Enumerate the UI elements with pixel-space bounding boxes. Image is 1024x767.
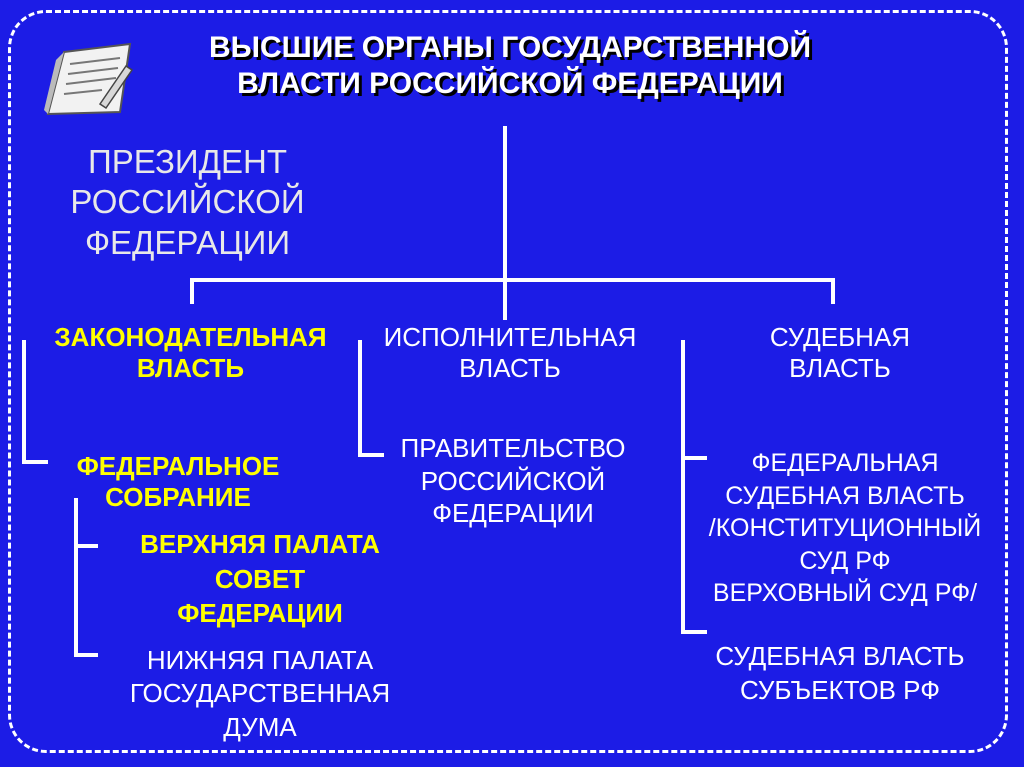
federal-judiciary-line-2: СУДЕБНАЯ ВЛАСТЬ xyxy=(725,481,965,510)
government-line-3: ФЕДЕРАЦИИ xyxy=(432,498,594,528)
federal-judiciary-line-5: ВЕРХОВНЫЙ СУД РФ/ xyxy=(712,579,978,607)
upper-chamber-node: ВЕРХНЯЯ ПАЛАТА СОВЕТ ФЕДЕРАЦИИ xyxy=(100,527,420,631)
regional-judiciary-node: СУДЕБНАЯ ВЛАСТЬ СУБЪЕКТОВ РФ xyxy=(685,640,995,708)
executive-branch-node: ИСПОЛНИТЕЛЬНАЯ ВЛАСТЬ xyxy=(360,322,660,384)
federal-judiciary-node: ФЕДЕРАЛЬНАЯ СУДЕБНАЯ ВЛАСТЬ /КОНСТИТУЦИО… xyxy=(690,447,1000,610)
upper-chamber-line-1: ВЕРХНЯЯ ПАЛАТА xyxy=(140,529,380,559)
lower-chamber-node: НИЖНЯЯ ПАЛАТА ГОСУДАРСТВЕННАЯ ДУМА xyxy=(100,644,420,744)
legislative-line-1: ЗАКОНОДАТЕЛЬНАЯ xyxy=(54,322,327,352)
lower-chamber-line-2: ГОСУДАРСТВЕННАЯ xyxy=(129,678,391,709)
federal-assembly-line-2: СОБРАНИЕ xyxy=(105,482,251,513)
document-scroll-icon xyxy=(44,42,134,116)
federal-judiciary-line-3: /КОНСТИТУЦИОННЫЙ xyxy=(708,514,982,542)
executive-line-1: ИСПОЛНИТЕЛЬНАЯ xyxy=(383,322,637,352)
legislative-line-2: ВЛАСТЬ xyxy=(136,353,245,384)
federal-assembly-node: ФЕДЕРАЛЬНОЕ СОБРАНИЕ xyxy=(48,451,308,513)
president-line-1: ПРЕЗИДЕНТ xyxy=(87,143,287,180)
judicial-branch-node: СУДЕБНАЯ ВЛАСТЬ xyxy=(690,322,990,384)
government-node: ПРАВИТЕЛЬСТВО РОССИЙСКОЙ ФЕДЕРАЦИИ xyxy=(368,432,658,530)
title-line-2: ВЛАСТИ РОССИЙСКОЙ ФЕДЕРАЦИИ xyxy=(237,67,783,100)
regional-judiciary-line-2: СУБЪЕКТОВ РФ xyxy=(739,674,940,705)
page-title: ВЫСШИЕ ОРГАНЫ ГОСУДАРСТВЕННОЙ ВЛАСТИ РОС… xyxy=(150,30,870,102)
dashed-frame xyxy=(8,10,1008,753)
federal-judiciary-line-4: СУД РФ xyxy=(799,546,891,575)
upper-chamber-line-3: ФЕДЕРАЦИИ xyxy=(177,598,343,629)
legislative-branch-node: ЗАКОНОДАТЕЛЬНАЯ ВЛАСТЬ xyxy=(18,322,363,384)
upper-chamber-line-2: СОВЕТ xyxy=(214,563,306,594)
judicial-line-1: СУДЕБНАЯ xyxy=(769,322,911,352)
executive-line-2: ВЛАСТЬ xyxy=(459,353,561,384)
federal-assembly-line-1: ФЕДЕРАЛЬНОЕ xyxy=(76,451,280,481)
title-line-1: ВЫСШИЕ ОРГАНЫ ГОСУДАРСТВЕННОЙ xyxy=(208,31,812,64)
lower-chamber-line-3: ДУМА xyxy=(223,711,297,742)
lower-chamber-line-1: НИЖНЯЯ ПАЛАТА xyxy=(146,645,374,675)
president-line-2: РОССИЙСКОЙ xyxy=(70,183,305,221)
president-node: ПРЕЗИДЕНТ РОССИЙСКОЙ ФЕДЕРАЦИИ xyxy=(55,142,320,263)
regional-judiciary-line-1: СУДЕБНАЯ ВЛАСТЬ xyxy=(715,641,965,671)
government-line-2: РОССИЙСКОЙ xyxy=(420,465,606,496)
judicial-line-2: ВЛАСТЬ xyxy=(789,353,891,384)
president-line-3: ФЕДЕРАЦИИ xyxy=(84,223,291,261)
federal-judiciary-line-1: ФЕДЕРАЛЬНАЯ xyxy=(751,449,939,477)
government-line-1: ПРАВИТЕЛЬСТВО xyxy=(400,433,626,463)
